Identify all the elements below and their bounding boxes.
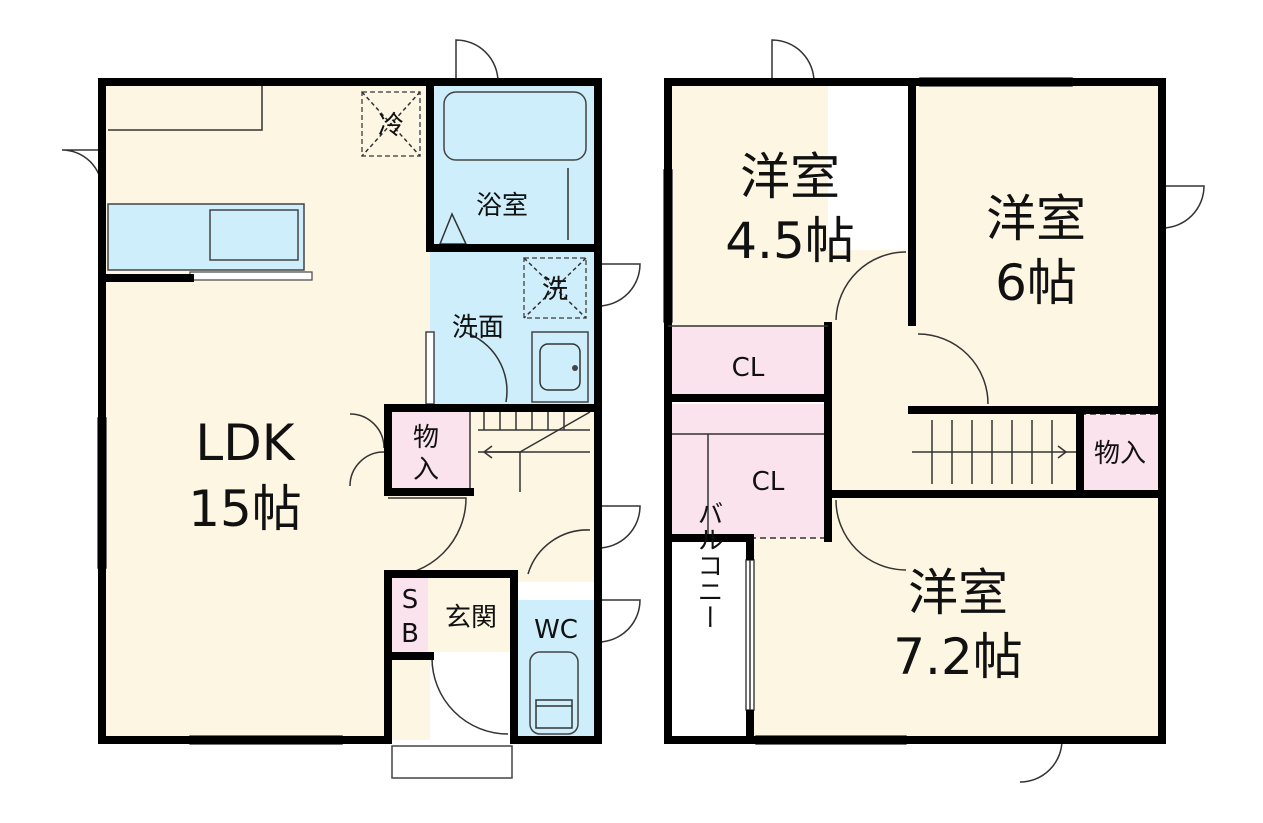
room-b-floor: [912, 82, 1162, 410]
washroom-label: 洗面: [452, 313, 504, 343]
floor-2: [663, 39, 1205, 783]
balcony-floor: [668, 538, 750, 740]
room-c-label: 洋室: [908, 564, 1008, 622]
closet-2-floor: [668, 404, 828, 538]
fridge-label: 冷: [378, 111, 404, 141]
room-a-size-label: 4.5帖: [725, 212, 855, 270]
room-a-floor: [668, 82, 828, 326]
room-c-size-label: 7.2帖: [893, 628, 1023, 686]
stairs-2f: [912, 420, 1080, 484]
labels: LDK 15帖 冷 浴室 洗 洗面 物 入 S B 玄関 WC 洋室 4.5帖 …: [188, 111, 1146, 686]
entrance-label: 玄関: [445, 603, 497, 633]
ldk-label: LDK: [195, 414, 295, 472]
stairs-1f: [469, 408, 591, 492]
kitchen-sink: [209, 209, 299, 261]
hall-2f-floor: [828, 250, 912, 494]
storage-2f-label: 物入: [1094, 439, 1146, 469]
porch: [391, 745, 513, 779]
closet-2-label: CL: [752, 467, 785, 497]
balcony-label: バルコニー: [693, 500, 723, 630]
ldk-size-label: 15帖: [188, 480, 302, 538]
bathtub-icon: [443, 91, 587, 161]
room-b-size-label: 6帖: [995, 254, 1077, 312]
floor-1: [61, 39, 641, 779]
ldk-floor: [102, 82, 430, 740]
washer-label: 洗: [542, 275, 568, 305]
counter-line: [189, 271, 313, 281]
closet-1-floor: [668, 326, 828, 398]
storage-2f-floor: [1080, 410, 1162, 494]
toilet-icon: [529, 651, 579, 735]
wc-label: WC: [534, 615, 578, 645]
sb-label-2: B: [401, 619, 419, 649]
closet-1-label: CL: [732, 353, 765, 383]
room-a-label: 洋室: [740, 148, 840, 206]
storage-1f-label-2: 入: [413, 455, 439, 485]
bath-label: 浴室: [476, 191, 528, 221]
storage-1f-floor: [388, 408, 470, 492]
storage-1f-label-1: 物: [413, 423, 439, 453]
entrance-floor: [430, 578, 514, 652]
shoe-box-floor: [392, 578, 428, 652]
sb-label-1: S: [402, 585, 419, 615]
room-b-label: 洋室: [986, 190, 1086, 248]
